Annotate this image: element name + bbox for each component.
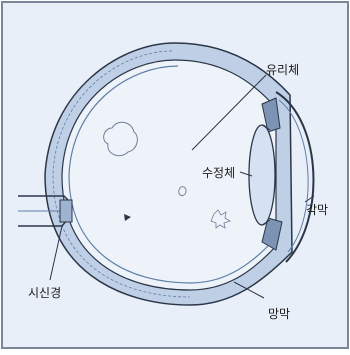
optic-disc: [60, 200, 72, 222]
label-vitreous: 유리체: [266, 63, 299, 77]
lens: [249, 125, 275, 225]
label-cornea: 각막: [306, 203, 328, 217]
label-lens: 수정체: [202, 166, 235, 180]
label-retina: 망막: [268, 307, 290, 321]
label-optic-nerve: 시신경: [28, 286, 61, 300]
